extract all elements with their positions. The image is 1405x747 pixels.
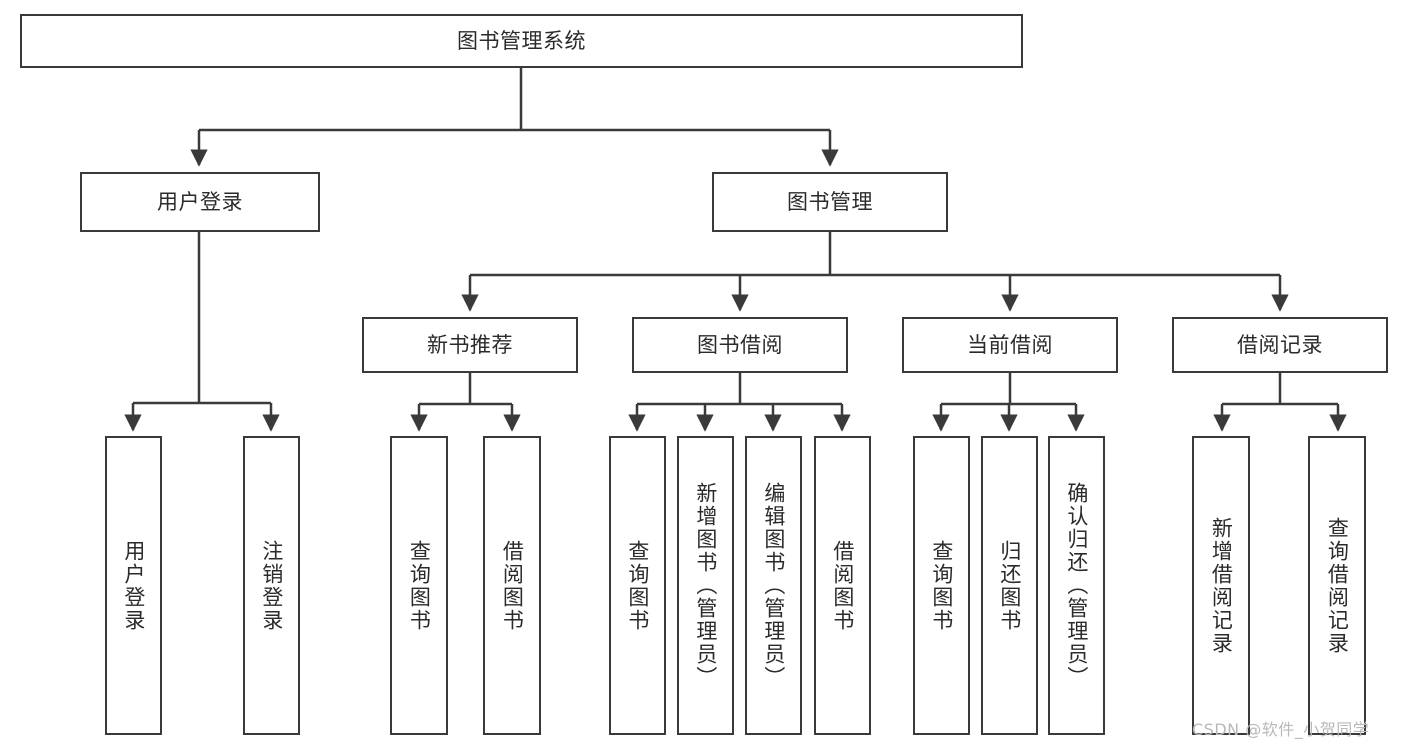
node-user-login-label: 用户登录 (157, 189, 243, 214)
node-leaf-user-login[interactable]: 用户登录 (105, 436, 162, 735)
node-borrow-record-label: 借阅记录 (1237, 332, 1323, 357)
node-book-manage-label: 图书管理 (787, 189, 873, 214)
node-leaf-return-book-label: 归还图书 (997, 539, 1022, 632)
node-leaf-add-record-label: 新增借阅记录 (1209, 516, 1234, 655)
node-leaf-query-record-label: 查询借阅记录 (1325, 516, 1350, 655)
node-leaf-query-book-3-label: 查询图书 (929, 539, 954, 632)
node-leaf-borrow-book-2[interactable]: 借阅图书 (814, 436, 871, 735)
node-book-borrow-label: 图书借阅 (697, 332, 783, 357)
node-current-borrow-label: 当前借阅 (967, 332, 1053, 357)
node-borrow-record[interactable]: 借阅记录 (1172, 317, 1388, 373)
node-leaf-confirm-return[interactable]: 确认归还（管理员） (1048, 436, 1105, 735)
node-root-label: 图书管理系统 (457, 28, 586, 53)
node-leaf-edit-book[interactable]: 编辑图书（管理员） (745, 436, 802, 735)
watermark-text: CSDN @软件_小贺同学 (1192, 720, 1370, 739)
node-leaf-query-book-2[interactable]: 查询图书 (609, 436, 666, 735)
node-leaf-borrow-book-2-label: 借阅图书 (830, 539, 855, 632)
node-leaf-logout-login-label: 注销登录 (259, 539, 284, 632)
node-leaf-query-book-1[interactable]: 查询图书 (390, 436, 448, 735)
node-leaf-add-book[interactable]: 新增图书（管理员） (677, 436, 734, 735)
node-leaf-borrow-book-1[interactable]: 借阅图书 (483, 436, 541, 735)
node-leaf-query-record[interactable]: 查询借阅记录 (1308, 436, 1366, 735)
node-new-book-rec[interactable]: 新书推荐 (362, 317, 578, 373)
node-leaf-query-book-2-label: 查询图书 (625, 539, 650, 632)
node-root[interactable]: 图书管理系统 (20, 14, 1023, 68)
node-leaf-edit-book-label: 编辑图书（管理员） (761, 482, 786, 689)
node-current-borrow[interactable]: 当前借阅 (902, 317, 1118, 373)
node-leaf-add-book-label: 新增图书（管理员） (693, 482, 718, 689)
node-leaf-borrow-book-1-label: 借阅图书 (500, 539, 525, 632)
node-leaf-query-book-3[interactable]: 查询图书 (913, 436, 970, 735)
node-book-manage[interactable]: 图书管理 (712, 172, 948, 232)
node-leaf-add-record[interactable]: 新增借阅记录 (1192, 436, 1250, 735)
node-leaf-query-book-1-label: 查询图书 (407, 539, 432, 632)
node-leaf-confirm-return-label: 确认归还（管理员） (1064, 482, 1089, 689)
node-book-borrow[interactable]: 图书借阅 (632, 317, 848, 373)
node-new-book-rec-label: 新书推荐 (427, 332, 513, 357)
node-leaf-return-book[interactable]: 归还图书 (981, 436, 1038, 735)
node-leaf-logout-login[interactable]: 注销登录 (243, 436, 300, 735)
node-user-login[interactable]: 用户登录 (80, 172, 320, 232)
node-leaf-user-login-label: 用户登录 (121, 539, 146, 632)
